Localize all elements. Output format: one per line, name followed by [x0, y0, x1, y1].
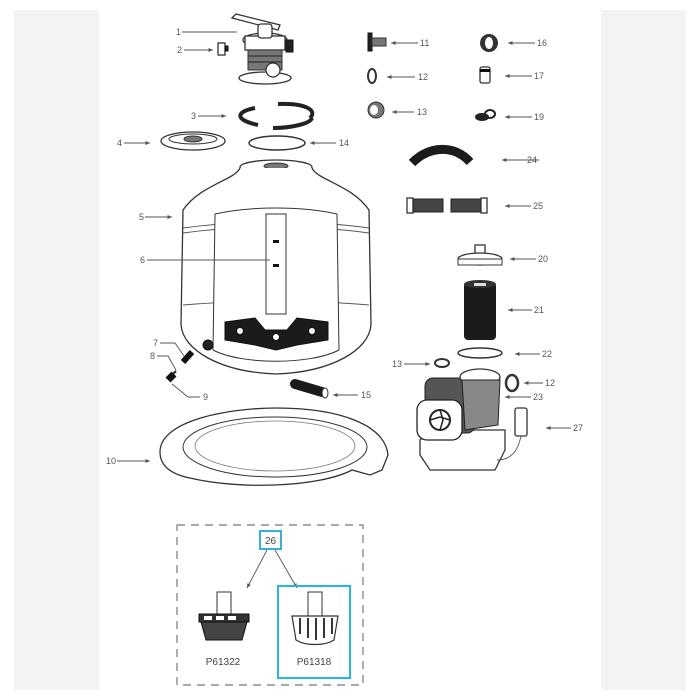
callout-8: 8 — [150, 351, 155, 361]
left-margin-panel — [14, 10, 99, 690]
callout-15: 15 — [361, 390, 371, 400]
part-13-nut — [367, 101, 385, 119]
part-12-washer — [367, 68, 377, 84]
tank-o-ring — [248, 135, 306, 151]
callout-20: 20 — [538, 254, 548, 264]
callout-14: 14 — [339, 138, 349, 148]
diffuser-p61318 — [291, 591, 339, 646]
part-11-fitting — [367, 32, 387, 52]
callout-22: 22 — [542, 349, 552, 359]
inset-dashed-frame — [176, 524, 364, 686]
pressure-gauge-plug — [217, 42, 229, 56]
part-12-pump-washer — [504, 373, 520, 393]
part-21-strainer-basket — [464, 280, 496, 340]
inset-callout-box — [259, 530, 282, 550]
callout-26: 26 — [265, 536, 277, 547]
connector-hose — [290, 379, 329, 399]
callout-19: 19 — [534, 112, 544, 122]
highlight-box-p61318 — [276, 584, 352, 680]
callout-13-pump: 13 — [392, 359, 402, 369]
callout-7: 7 — [153, 338, 158, 348]
callout-2: 2 — [177, 45, 182, 55]
callout-6: 6 — [140, 255, 145, 265]
callout-24: 24 — [527, 155, 537, 165]
part-17-cap — [479, 66, 491, 84]
part-20-strainer-lid — [457, 244, 503, 266]
filter-tank — [180, 159, 372, 375]
tank-base — [159, 407, 389, 486]
drain-plug-set — [165, 349, 195, 383]
part-16-nut — [480, 34, 498, 52]
callout-17: 17 — [534, 71, 544, 81]
callout-27: 27 — [573, 423, 583, 433]
multiport-valve — [230, 13, 294, 85]
variant-code-p61318: P61318 — [297, 657, 332, 668]
part-22-o-ring — [457, 347, 503, 359]
right-margin-panel — [601, 10, 686, 690]
part-24-curved-hose — [408, 144, 474, 167]
diffuser-p61322 — [198, 591, 250, 641]
callout-5: 5 — [139, 212, 144, 222]
callout-12-pump: 12 — [545, 378, 555, 388]
callout-25: 25 — [533, 201, 543, 211]
callout-1: 1 — [176, 27, 181, 37]
part-19-clip — [475, 109, 496, 121]
callout-13-top: 13 — [417, 107, 427, 117]
clamp-ring — [238, 101, 315, 130]
part-13-pump-washer — [434, 358, 450, 368]
callout-3: 3 — [191, 111, 196, 121]
callout-10: 10 — [106, 456, 116, 466]
variant-code-p61322: P61322 — [206, 657, 241, 668]
callout-11: 11 — [420, 38, 429, 48]
callout-9: 9 — [203, 392, 208, 402]
dome-lid — [160, 131, 226, 151]
part-25-straight-hoses — [406, 197, 488, 214]
part-23-pump — [416, 368, 528, 471]
callout-23: 23 — [533, 392, 543, 402]
callout-4: 4 — [117, 138, 122, 148]
callout-12-top: 12 — [418, 72, 428, 82]
callout-21: 21 — [534, 305, 544, 315]
callout-16: 16 — [537, 38, 547, 48]
